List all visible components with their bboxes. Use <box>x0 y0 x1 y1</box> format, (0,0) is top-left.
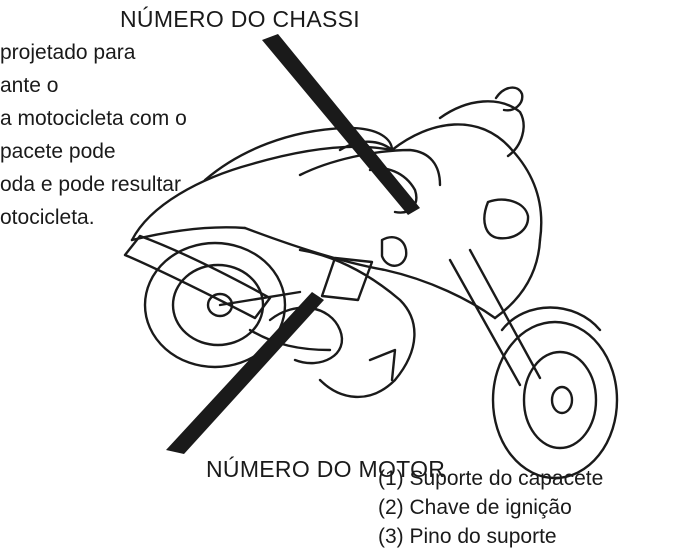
rear-wheel-hub <box>206 292 234 318</box>
exhaust-pipe <box>123 234 272 320</box>
front-wheel-rim <box>522 350 598 450</box>
chain-guard <box>248 328 332 352</box>
legend-item: (3) Pino do suporte <box>378 525 557 548</box>
engine-pointer-line <box>166 292 324 454</box>
engine-number-label: NÚMERO DO MOTOR <box>206 456 446 482</box>
parts-legend: (1) Suporte do capacete (2) Chave de ign… <box>378 464 603 551</box>
side-scoop <box>320 256 374 302</box>
fairing-upper-outline <box>390 123 543 242</box>
front-wheel-tire <box>491 320 619 480</box>
front-fender <box>500 306 602 332</box>
front-wheel-hub <box>550 385 574 415</box>
legend-item: (1) Suporte do capacete <box>378 467 604 490</box>
lower-fairing-fin <box>368 348 397 382</box>
tail-underside <box>130 226 247 242</box>
fairing-lower-outline <box>243 226 497 320</box>
windscreen-outline <box>438 100 525 158</box>
tail-section-outline <box>130 145 394 242</box>
paragraph-line: ante o <box>0 74 59 97</box>
legend-item: (2) Chave de ignição <box>378 496 572 519</box>
rear-wheel-tire <box>143 241 287 369</box>
paragraph-line: a motocicleta com o <box>0 107 187 130</box>
fairing-side-panel <box>298 248 416 399</box>
mirror-outline <box>494 86 524 112</box>
fairing-front-outline <box>493 238 542 320</box>
paragraph-line: oda e pode resultar <box>0 173 181 196</box>
paragraph-line: projetado para <box>0 41 136 64</box>
headlight-outline <box>483 198 530 240</box>
chassis-pointer-line <box>262 34 420 215</box>
intake-vent <box>380 235 408 267</box>
paragraph-line: otocicleta. <box>0 206 95 229</box>
tank-outline <box>298 148 442 187</box>
front-fork <box>448 248 542 387</box>
rear-seat-outline <box>203 126 394 182</box>
handlebar <box>338 140 394 152</box>
paragraph-line: pacete pode <box>0 140 116 163</box>
cut-off-paragraph: projetado para ante o a motocicleta com … <box>0 36 187 234</box>
chassis-number-label: NÚMERO DO CHASSI <box>120 6 360 32</box>
rear-wheel-rim <box>171 263 265 347</box>
swingarm <box>218 290 302 307</box>
engine-cover <box>268 306 344 365</box>
